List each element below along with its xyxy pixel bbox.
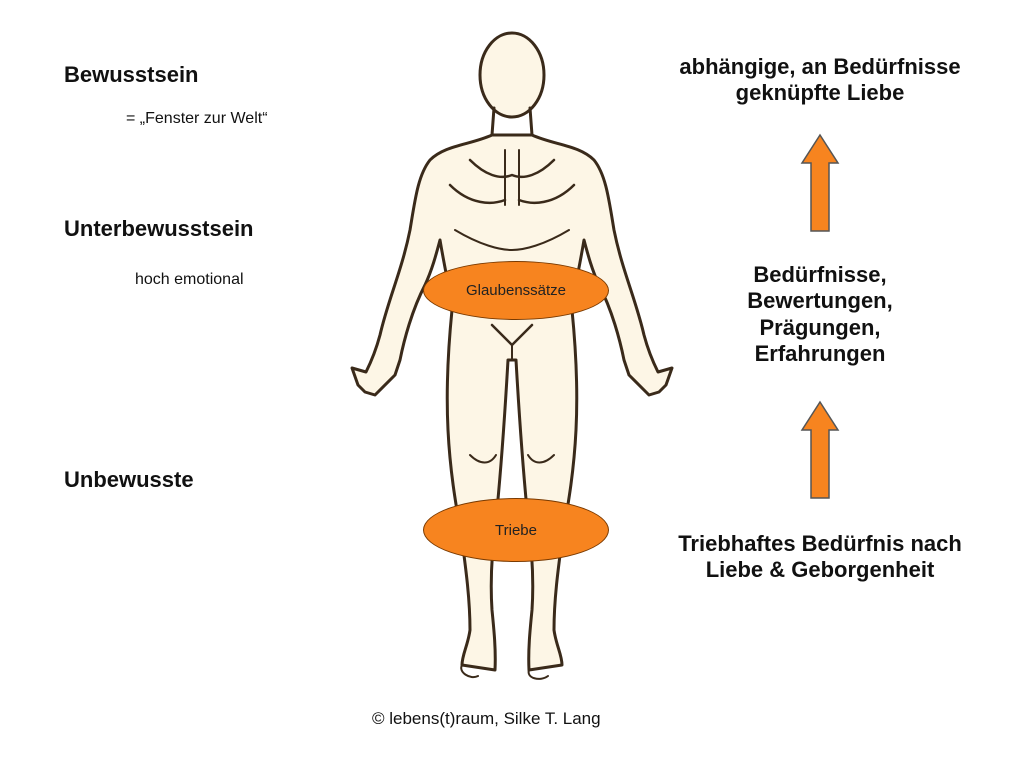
oval-triebe: Triebe bbox=[423, 498, 609, 562]
label-bewusstsein: Bewusstsein bbox=[64, 62, 199, 87]
right-top-text: abhängige, an Bedürfnisse geknüpfte Lieb… bbox=[640, 54, 1000, 107]
oval-glaubenssaetze: Glaubenssätze bbox=[423, 261, 609, 320]
right-middle-text: Bedürfnisse, Bewertungen, Prägungen, Erf… bbox=[700, 262, 940, 368]
label-bewusstsein-sub: = „Fenster zur Welt“ bbox=[126, 110, 268, 127]
label-unterbewusstsein-sub: hoch emotional bbox=[135, 271, 244, 288]
right-top-line2: geknüpfte Liebe bbox=[735, 80, 905, 106]
label-unterbewusstsein: Unterbewusstsein bbox=[64, 216, 254, 241]
arrow-up-bottom bbox=[800, 400, 840, 499]
right-middle-line2: Bewertungen, bbox=[747, 288, 893, 314]
right-bottom-line1: Triebhaftes Bedürfnis nach bbox=[678, 531, 962, 556]
figure-head bbox=[478, 31, 546, 119]
label-unbewusste: Unbewusste bbox=[64, 467, 194, 492]
right-middle-line4: Erfahrungen bbox=[754, 341, 886, 367]
right-middle-line3: Prägungen, bbox=[759, 314, 881, 340]
oval-triebe-label: Triebe bbox=[495, 521, 537, 539]
right-bottom-line2: Liebe & Geborgenheit bbox=[705, 557, 935, 583]
right-bottom-text: Triebhaftes Bedürfnis nach Liebe & Gebor… bbox=[630, 531, 1010, 584]
figure-body bbox=[350, 133, 674, 672]
right-top-line1: abhängige, an Bedürfnisse bbox=[679, 54, 961, 79]
oval-glaubenssaetze-label: Glaubenssätze bbox=[465, 282, 567, 299]
arrow-up-top bbox=[800, 133, 840, 232]
right-middle-line1: Bedürfnisse, bbox=[753, 262, 887, 287]
footer-copyright: © lebens(t)raum, Silke T. Lang bbox=[372, 709, 601, 728]
